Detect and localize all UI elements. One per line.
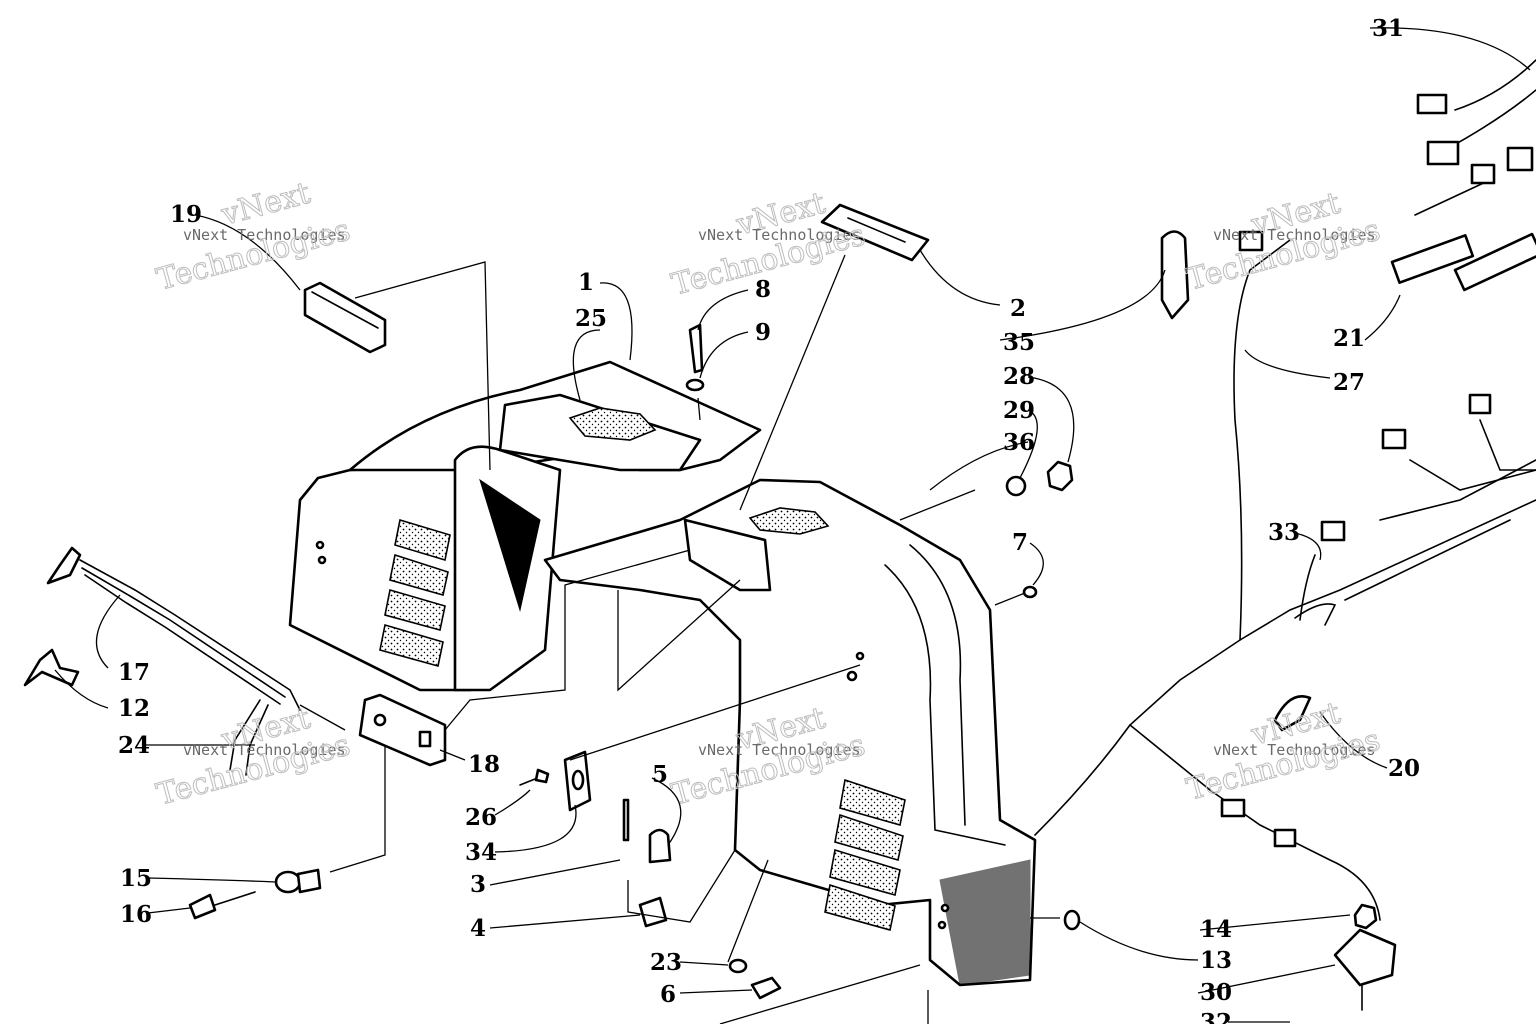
callout-20: 20 (1388, 755, 1420, 782)
throttle-cable (23, 546, 301, 776)
cable-tie (1273, 695, 1312, 732)
callout-6: 6 (660, 981, 676, 1008)
rivet-and-grommet (519, 750, 592, 812)
svg-text:vNext Technologies: vNext Technologies (183, 741, 346, 759)
washer-13 (1063, 909, 1081, 931)
callout-33: 33 (1268, 519, 1300, 546)
callout-labels: 1 2 3 4 5 6 7 8 9 12 13 14 15 16 17 18 1… (118, 15, 1420, 1024)
cable-clamp (1160, 230, 1190, 320)
callout-7: 7 (1012, 529, 1028, 556)
switch-panel (358, 693, 447, 767)
left-vents (379, 518, 451, 667)
bracket-assembly (622, 798, 672, 928)
callout-34: 34 (465, 839, 497, 866)
callout-3: 3 (470, 871, 486, 898)
callout-24: 24 (118, 732, 150, 759)
callout-17: 17 (118, 659, 150, 686)
callout-5: 5 (652, 761, 668, 788)
callout-2: 2 (1010, 295, 1026, 322)
right-vents (824, 778, 906, 931)
watermark-bottom-right: vNext vNext Technologies Technologies (1183, 695, 1385, 808)
nut-and-lockwasher (1005, 460, 1074, 497)
callout-9: 9 (755, 319, 771, 346)
decal-plate (820, 203, 930, 262)
callout-35: 35 (1003, 329, 1035, 356)
callout-4: 4 (470, 915, 486, 942)
callout-1: 1 (578, 269, 594, 296)
voltage-regulator (1333, 903, 1397, 1011)
leader-lines (54, 27, 1531, 1023)
callout-29: 29 (1003, 397, 1035, 424)
assembly-lines (299, 254, 1060, 1024)
washer-7 (1022, 585, 1038, 599)
watermark-bottom-center: vNext vNext Technologies Technologies (668, 700, 870, 813)
callout-27: 27 (1333, 369, 1365, 396)
callout-30: 30 (1200, 979, 1232, 1006)
callout-21: 21 (1333, 325, 1365, 352)
svg-text:vNext Technologies: vNext Technologies (183, 226, 346, 244)
mirror-lens (303, 281, 387, 354)
callout-31: 31 (1372, 15, 1404, 42)
callout-16: 16 (120, 901, 152, 928)
key-switch (188, 868, 322, 920)
callout-28: 28 (1003, 363, 1035, 390)
watermark-top-right: vNext vNext Technologies Technologies (1183, 185, 1385, 298)
callout-19: 19 (170, 201, 202, 228)
svg-text:vNext Technologies: vNext Technologies (698, 741, 861, 759)
svg-text:vNext Technologies: vNext Technologies (1213, 741, 1376, 759)
callout-26: 26 (465, 804, 497, 831)
callout-36: 36 (1003, 429, 1035, 456)
bolt-and-washer (728, 958, 782, 1000)
callout-8: 8 (755, 276, 771, 303)
callout-13: 13 (1200, 947, 1232, 974)
watermark-top-left: vNext vNext Technologies Technologies (153, 175, 355, 298)
callout-12: 12 (118, 695, 150, 722)
callout-18: 18 (468, 751, 500, 778)
svg-text:vNext Technologies: vNext Technologies (698, 226, 861, 244)
svg-text:vNext Technologies: vNext Technologies (1213, 226, 1376, 244)
console-housing (288, 360, 1037, 987)
wiring-harness (1034, 59, 1536, 921)
callout-25: 25 (575, 305, 607, 332)
callout-15: 15 (120, 865, 152, 892)
callout-23: 23 (650, 949, 682, 976)
callout-32: 32 (1200, 1009, 1232, 1024)
callout-14: 14 (1200, 916, 1232, 943)
grommet-tube (1390, 234, 1475, 284)
reflector-strip (1453, 232, 1536, 292)
screw-and-washer (685, 323, 705, 392)
